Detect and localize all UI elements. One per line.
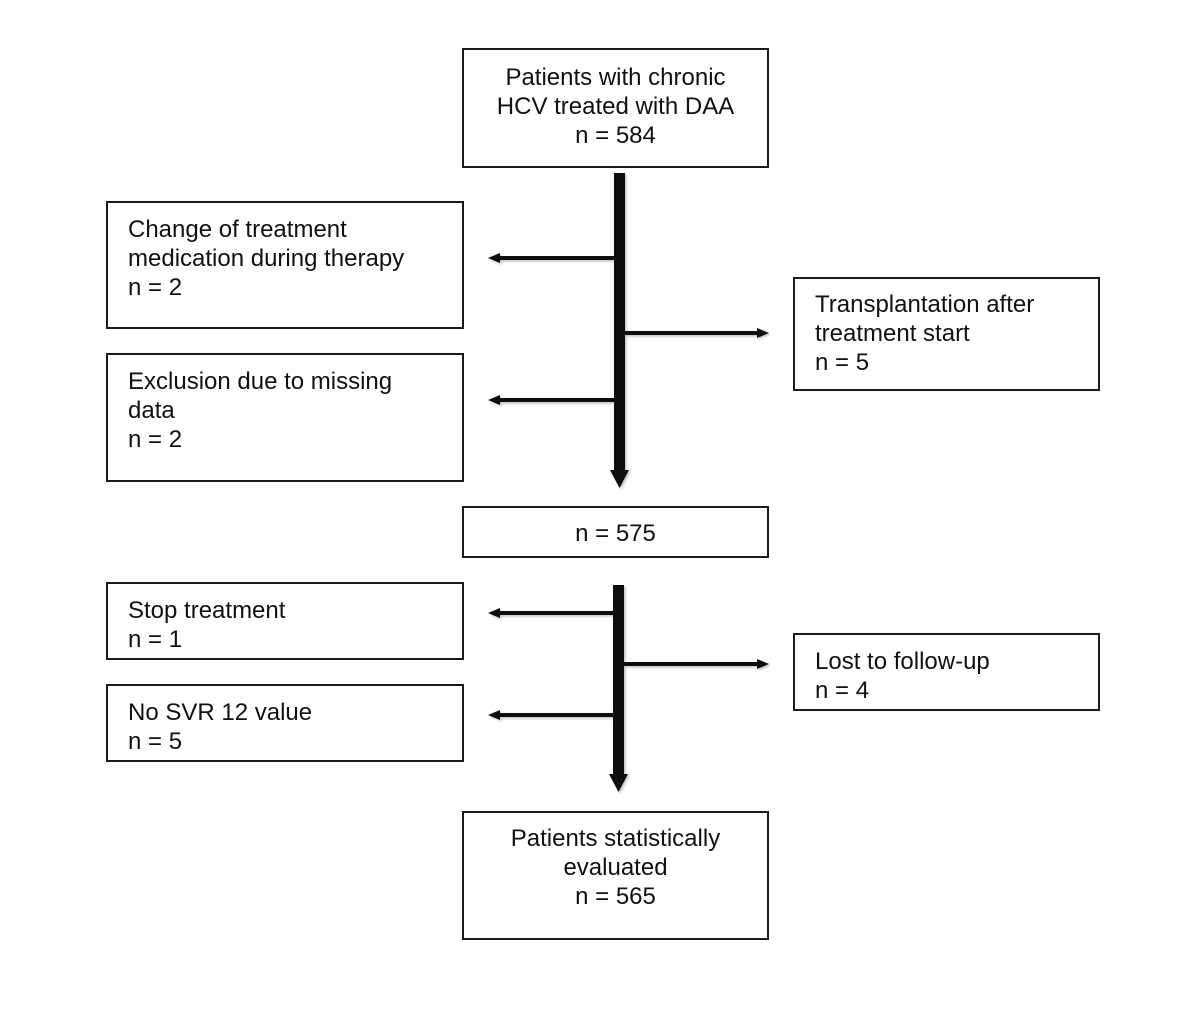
missing-data-label-line1: Exclusion due to missing bbox=[128, 368, 393, 395]
final-label-line1: Patients statistically bbox=[510, 825, 721, 852]
missing-data-label-line2: data bbox=[128, 397, 175, 424]
change-medication-label-line1: Change of treatment bbox=[128, 216, 347, 243]
intermediate-population-box: n = 575 bbox=[462, 506, 769, 558]
branch-no-svr12-arrowhead bbox=[488, 710, 500, 720]
stop-treatment-label: Stop treatment bbox=[128, 597, 286, 624]
branch-stop-treatment-arrowhead bbox=[488, 608, 500, 618]
branch-lost-followup-arrowhead bbox=[757, 659, 769, 669]
start-count: n = 584 bbox=[575, 122, 656, 149]
missing-data-box: Exclusion due to missing data n = 2 bbox=[106, 353, 464, 482]
final-count: n = 565 bbox=[575, 883, 656, 910]
branch-change-medication-arrowhead bbox=[488, 253, 500, 263]
stop-treatment-count: n = 1 bbox=[128, 626, 183, 653]
trunk-stage2-arrowhead bbox=[609, 774, 628, 792]
start-label-line2: HCV treated with DAA bbox=[496, 93, 735, 120]
branch-transplantation-arrowhead bbox=[757, 328, 769, 338]
final-population-box: Patients statistically evaluated n = 565 bbox=[462, 811, 769, 940]
transplantation-label-line1: Transplantation after bbox=[815, 291, 1035, 318]
intermediate-count: n = 575 bbox=[575, 520, 656, 547]
trunk-stage1-arrowhead bbox=[610, 470, 629, 488]
branch-missing-data-arrowhead bbox=[488, 395, 500, 405]
change-medication-box: Change of treatment medication during th… bbox=[106, 201, 464, 329]
transplantation-label-line2: treatment start bbox=[815, 320, 970, 347]
no-svr12-label: No SVR 12 value bbox=[128, 699, 313, 726]
trunk-stage2 bbox=[613, 585, 624, 777]
transplantation-count: n = 5 bbox=[815, 349, 870, 376]
start-population-box: Patients with chronic HCV treated with D… bbox=[462, 48, 769, 168]
lost-followup-label: Lost to follow-up bbox=[815, 648, 990, 675]
final-label-line2: evaluated bbox=[563, 854, 668, 881]
no-svr12-box: No SVR 12 value n = 5 bbox=[106, 684, 464, 762]
lost-followup-box: Lost to follow-up n = 4 bbox=[793, 633, 1100, 711]
lost-followup-count: n = 4 bbox=[815, 677, 870, 704]
start-label-line1: Patients with chronic bbox=[505, 64, 726, 91]
change-medication-count: n = 2 bbox=[128, 274, 183, 301]
change-medication-label-line2: medication during therapy bbox=[128, 245, 405, 272]
trunk-stage1 bbox=[614, 173, 625, 473]
no-svr12-count: n = 5 bbox=[128, 728, 183, 755]
missing-data-count: n = 2 bbox=[128, 426, 183, 453]
transplantation-box: Transplantation after treatment start n … bbox=[793, 277, 1100, 391]
stop-treatment-box: Stop treatment n = 1 bbox=[106, 582, 464, 660]
